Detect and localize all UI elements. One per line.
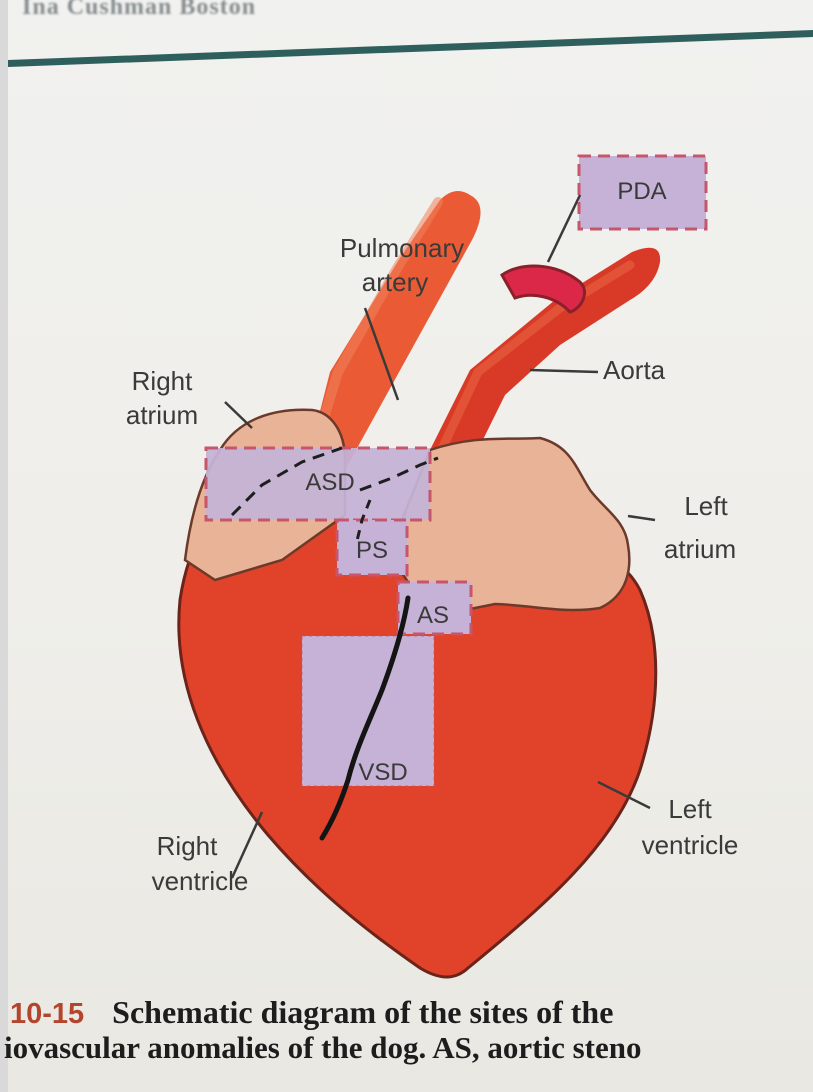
label-as: AS <box>417 602 449 629</box>
label-aorta: Aorta <box>603 355 666 385</box>
label-right-atrium-line2: atrium <box>126 400 198 430</box>
label-ps: PS <box>356 537 388 564</box>
label-left-ventricle-line2: ventricle <box>642 830 739 860</box>
figure-number: 10-15 <box>10 998 84 1030</box>
label-vsd: VSD <box>358 759 407 786</box>
label-right-ventricle-line2: ventricle <box>152 866 249 896</box>
caption-text-line1: Schematic diagram of the sites of the <box>112 994 613 1030</box>
ductus-arteriosus-shape <box>502 266 585 312</box>
pda-leader <box>548 195 580 262</box>
label-left-atrium-line1: Left <box>684 491 728 521</box>
label-asd: ASD <box>305 469 354 496</box>
label-left-atrium-line2: atrium <box>664 534 736 564</box>
label-pda: PDA <box>617 178 666 205</box>
left-atrium-leader <box>628 516 655 520</box>
label-left-ventricle-line1: Left <box>668 794 712 824</box>
label-right-atrium-line1: Right <box>132 366 193 396</box>
label-pulmonary-artery-line2: artery <box>362 267 428 297</box>
aorta-leader <box>530 370 598 372</box>
label-right-ventricle-line1: Right <box>157 831 218 861</box>
label-pulmonary-artery-line1: Pulmonary <box>340 233 464 263</box>
right-atrium-leader <box>225 402 252 428</box>
caption-line-2: iovascular anomalies of the dog. AS, aor… <box>4 1028 642 1068</box>
heart-diagram: Pulmonary artery Aorta Right atrium Left… <box>0 0 813 990</box>
